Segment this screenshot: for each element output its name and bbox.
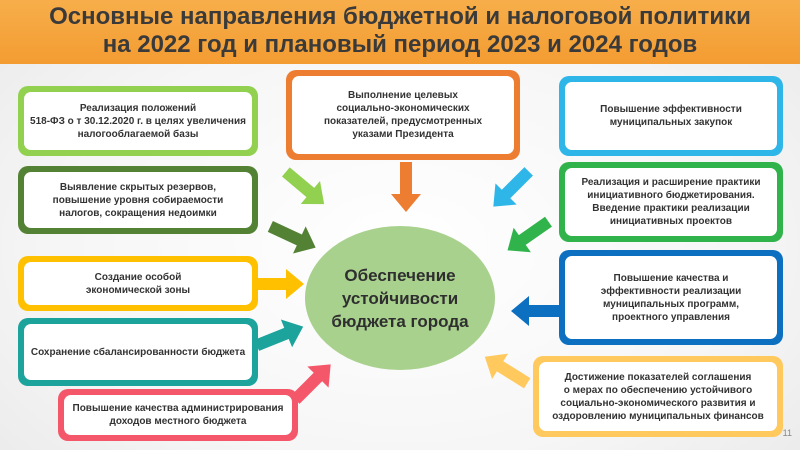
- box-left1-tax-base: Реализация положений 518-ФЗ о т 30.12.20…: [18, 86, 258, 156]
- arrow-left1: [276, 160, 334, 216]
- box-left2-hidden-reserves: Выявление скрытых резервов, повышение ур…: [18, 166, 258, 234]
- box-right1-text: Повышение эффективности муниципальных за…: [565, 82, 777, 150]
- box-left1-text: Реализация положений 518-ФЗ о т 30.12.20…: [24, 92, 252, 150]
- box-left4-text: Сохранение сбалансированности бюджета: [24, 324, 252, 380]
- box-right4-text: Достижение показателей соглашения о мера…: [539, 362, 777, 431]
- arrow-right3: [511, 296, 561, 326]
- arrow-top: [391, 162, 421, 212]
- box-right2-initiative-budgeting: Реализация и расширение практики инициат…: [559, 162, 783, 242]
- box-right3-text: Повышение качества и эффективности реали…: [565, 256, 777, 339]
- slide-title: Основные направления бюджетной и налогов…: [0, 3, 800, 59]
- arrow-right4: [476, 344, 536, 396]
- arrow-left4: [251, 312, 309, 360]
- box-right2-text: Реализация и расширение практики инициат…: [565, 168, 777, 236]
- box-left5-administration: Повышение качества администрирования дох…: [58, 389, 298, 441]
- box-left3-economic-zone: Создание особой экономической зоны: [18, 256, 258, 311]
- title-banner: [0, 0, 800, 64]
- box-left2-text: Выявление скрытых резервов, повышение ур…: [24, 172, 252, 228]
- center-goal-circle: Обеспечение устойчивости бюджета города: [305, 226, 495, 370]
- title-line-2: на 2022 год и плановый период 2023 и 202…: [102, 31, 698, 58]
- arrow-right1: [482, 160, 540, 218]
- box-top-presidential-decrees: Выполнение целевых социально-экономическ…: [286, 70, 520, 160]
- title-line-1: Основные направления бюджетной и налогов…: [49, 3, 751, 30]
- box-right3-municipal-programs: Повышение качества и эффективности реали…: [559, 250, 783, 345]
- box-right4-agreement: Достижение показателей соглашения о мера…: [533, 356, 783, 437]
- box-left3-text: Создание особой экономической зоны: [24, 262, 252, 305]
- arrow-left2: [264, 212, 322, 262]
- box-right1-procurement: Повышение эффективности муниципальных за…: [559, 76, 783, 156]
- page-number: 11: [782, 428, 792, 438]
- box-left5-text: Повышение качества администрирования дох…: [64, 395, 292, 435]
- box-top-text: Выполнение целевых социально-экономическ…: [292, 76, 514, 154]
- box-left4-balance: Сохранение сбалансированности бюджета: [18, 318, 258, 386]
- arrow-left3: [254, 269, 304, 299]
- arrow-right2: [498, 209, 558, 263]
